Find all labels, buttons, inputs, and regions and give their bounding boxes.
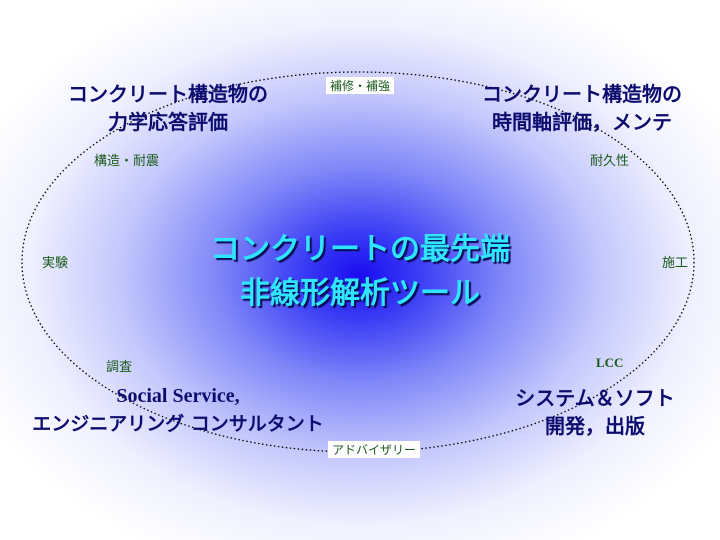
ring-label-left: 実験 — [42, 256, 69, 271]
corner-bottom-left-line2: エンジニアリング コンサルタント — [32, 413, 324, 435]
corner-top-right-line1: コンクリート構造物の — [482, 82, 682, 106]
corner-top-right: コンクリート構造物の 時間軸評価，メンテ — [462, 80, 702, 136]
corner-top-left-line1: コンクリート構造物の — [68, 82, 268, 106]
ring-label-lower-left: 調査 — [106, 360, 133, 375]
ring-label-top: 補修・補強 — [326, 77, 395, 94]
corner-top-right-line2: 時間軸評価，メンテ — [492, 110, 672, 134]
ring-label-right: 施工 — [662, 256, 689, 271]
corner-bottom-right: システム＆ソフト 開発，出版 — [490, 384, 700, 440]
corner-bottom-left: Social Service, エンジニアリング コンサルタント — [18, 382, 338, 438]
corner-top-left: コンクリート構造物の 力学応答評価 — [48, 80, 288, 136]
ring-label-upper-right: 耐久性 — [590, 154, 630, 169]
center-title-line2: 非線形解析ツール — [240, 276, 480, 311]
center-title-line1: コンクリートの最先端 — [210, 232, 510, 267]
corner-bottom-right-line1: システム＆ソフト — [515, 386, 675, 410]
ring-label-upper-left: 構造・耐震 — [94, 154, 160, 169]
corner-bottom-left-line1: Social Service, — [116, 385, 240, 407]
center-title: コンクリートの最先端 非線形解析ツール — [160, 228, 560, 316]
ring-label-lower-right: LCC — [596, 355, 624, 370]
corner-bottom-right-line2: 開発，出版 — [545, 414, 645, 438]
ring-label-bottom: アドバイザリー — [328, 441, 421, 458]
corner-top-left-line2: 力学応答評価 — [108, 110, 228, 134]
